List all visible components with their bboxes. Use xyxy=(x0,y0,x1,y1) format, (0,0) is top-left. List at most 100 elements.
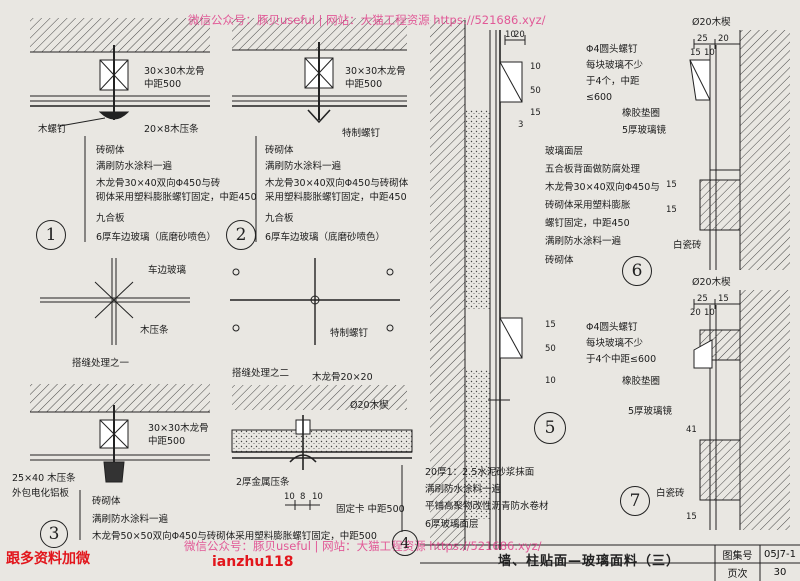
detail-7-number: 7 xyxy=(620,486,650,516)
joint-2-screw-label: 特制螺钉 xyxy=(330,328,369,339)
detail-1-note-1: 满刷防水涂料一遍 xyxy=(96,161,173,172)
detail-6-dim-top-0: 25 xyxy=(697,34,708,44)
detail-3-note-0: 砖砌体 xyxy=(92,496,121,507)
detail-5-dim-top-1: 20 xyxy=(514,30,525,40)
detail-6-drawing xyxy=(689,30,790,270)
detail-5-note-5: 满刷防水涂料一遍 xyxy=(545,236,622,247)
detail-7-dim-top-1: 15 xyxy=(718,294,729,304)
detail-6-number: 6 xyxy=(622,256,652,286)
detail-3-note-2: 木龙骨50×50双向Φ450与砖砌体采用塑料膨胀螺钉固定，中距500 xyxy=(92,531,377,542)
detail-5-number: 5 xyxy=(534,412,566,444)
detail-6-screw-note-3: ≤600 xyxy=(586,92,613,103)
detail-7-dim-top-2: 20 xyxy=(690,308,701,318)
detail-4-note-1: 满刷防水涂料一遍 xyxy=(425,484,502,495)
detail-4-number: 4 xyxy=(392,530,418,556)
detail-5-dim-side-3: 3 xyxy=(518,120,524,130)
detail-4-note-0: 20厚1：2.5水泥砂浆抹面 xyxy=(425,467,535,478)
detail-3-note-1: 满刷防水涂料一遍 xyxy=(92,514,169,525)
detail-1-screw: 木螺钉 xyxy=(38,124,67,135)
detail-6-dim-side-1: 15 xyxy=(666,205,677,215)
detail-1-note-3: 砌体采用塑料膨胀螺钉固定，中距450 xyxy=(96,192,257,203)
detail-4-dim-0: 10 xyxy=(284,492,295,502)
detail-3-keel-spacing: 中距500 xyxy=(148,436,186,447)
detail-2-screw: 特制螺钉 xyxy=(342,128,381,139)
promo-line-2: ianzhu118 xyxy=(212,554,294,570)
joint-1-caption: 搭缝处理之一 xyxy=(72,358,130,369)
detail-1-note-5: 6厚车边玻璃（底磨砂喷色） xyxy=(96,232,217,243)
drawing-title: 墙、柱贴面—玻璃面料（三） xyxy=(498,554,681,569)
detail-4-metal: 2厚金属压条 xyxy=(236,477,290,488)
detail-4-note-2: 平铺高聚物改性沥青防水卷材 xyxy=(425,501,549,512)
detail-5-note-3: 砖砌体采用塑料膨胀 xyxy=(545,200,631,211)
detail-1-number: 1 xyxy=(36,220,66,250)
detail-6-screw-note-0: Φ4圆头螺钉 xyxy=(586,44,638,55)
detail-5-dim-bottom-0: 15 xyxy=(545,320,556,330)
detail-3-strip-2: 外包电化铝板 xyxy=(12,488,70,499)
detail-1-keel-spacing: 中距500 xyxy=(144,79,182,90)
detail-5-note-1: 五合板背面做防腐处理 xyxy=(545,164,641,175)
title-block-lines xyxy=(420,544,800,581)
detail-6-tile: 白瓷砖 xyxy=(673,240,702,251)
detail-5-dim-bottom-1: 50 xyxy=(545,344,556,354)
watermark-top: 微信公众号：豚贝useful | 网站：大猫工程资源 https://52168… xyxy=(188,13,546,27)
detail-6-screw-note-2: 于4个，中距 xyxy=(586,76,640,87)
detail-2-note-3: 采用塑料膨胀螺钉固定，中距450 xyxy=(265,192,407,203)
detail-7-pad: 橡胶垫圈 xyxy=(622,376,661,387)
detail-1-note-4: 九合板 xyxy=(96,213,125,224)
detail-7-trim: Ø20木楔 xyxy=(692,277,731,288)
detail-1-drawing xyxy=(30,18,210,242)
joint-1-glass-label: 车边玻璃 xyxy=(148,265,187,276)
detail-5-dim-side-2: 15 xyxy=(530,108,541,118)
detail-7-tile: 白瓷砖 xyxy=(656,488,685,499)
detail-4-clip: 固定卡 中距500 xyxy=(336,504,405,515)
detail-7-screw-note-1: 每块玻璃不少 xyxy=(586,338,644,349)
joint-1-strip-label: 木压条 xyxy=(140,325,169,336)
detail-6-dim-top-3: 10 xyxy=(704,48,715,58)
promo-line-1: 跟多资料加微 xyxy=(6,551,90,567)
detail-5-dim-bottom-2: 10 xyxy=(545,376,556,386)
detail-4-keel: 木龙骨20×20 xyxy=(312,372,373,383)
detail-7-dim-top-3: 10 xyxy=(704,308,715,318)
detail-7-dim-side-1: 15 xyxy=(686,512,697,522)
detail-5-dim-side-0: 10 xyxy=(530,62,541,72)
detail-5-note-2: 木龙骨30×40双向Φ450与 xyxy=(545,182,660,193)
detail-1-note-0: 砖砌体 xyxy=(96,145,125,156)
detail-4-drawing xyxy=(231,385,413,532)
detail-5-note-6: 砖砌体 xyxy=(545,255,574,266)
detail-3-keel: 30×30木龙骨 xyxy=(148,423,209,434)
page-value: 30 xyxy=(773,566,787,578)
detail-6-screw-note-1: 每块玻璃不少 xyxy=(586,60,644,71)
detail-7-screw-note-2: 于4个中距≤600 xyxy=(586,354,657,365)
detail-2-note-2: 木龙骨30×40双向Φ450与砖砌体 xyxy=(265,178,409,189)
detail-6-dim-top-1: 20 xyxy=(718,34,729,44)
detail-2-note-5: 6厚车边玻璃（底磨砂喷色） xyxy=(265,232,386,243)
detail-4-trim: Ø20木楔 xyxy=(350,400,389,411)
detail-4-note-3: 6厚玻璃面层 xyxy=(425,519,479,530)
detail-5-note-0: 玻璃面层 xyxy=(545,146,584,157)
detail-1-note-2: 木龙骨30×40双向Φ450与砖 xyxy=(96,178,221,189)
detail-5-dim-top-0: 10 xyxy=(505,30,516,40)
detail-1-keel: 30×30木龙骨 xyxy=(144,66,205,77)
detail-2-number: 2 xyxy=(226,220,256,250)
joint-2-caption: 搭缝处理之二 xyxy=(232,368,290,379)
detail-5-note-4: 螺钉固定，中距450 xyxy=(545,218,630,229)
detail-4-dim-1: 8 xyxy=(300,492,306,502)
detail-5-drawing xyxy=(430,20,526,550)
detail-2-note-0: 砖砌体 xyxy=(265,145,294,156)
detail-6-pad: 橡胶垫圈 xyxy=(622,108,661,119)
joint-details-drawing xyxy=(40,258,400,345)
detail-7-screw-note-0: Φ4圆头螺钉 xyxy=(586,322,638,333)
detail-2-keel-spacing: 中距500 xyxy=(345,79,383,90)
atlas-value: 05J7-1 xyxy=(763,548,796,560)
detail-6-dim-top-2: 15 xyxy=(690,48,701,58)
detail-2-note-1: 满刷防水涂料一遍 xyxy=(265,161,342,172)
detail-4-dim-2: 10 xyxy=(312,492,323,502)
atlas-label: 图集号 xyxy=(722,550,753,562)
detail-2-note-4: 九合板 xyxy=(265,213,294,224)
detail-7-drawing xyxy=(693,290,790,530)
detail-6-trim: Ø20木楔 xyxy=(692,17,731,28)
detail-6-mirror: 5厚玻璃镜 xyxy=(622,125,667,136)
detail-6-dim-side-0: 15 xyxy=(666,180,677,190)
detail-7-dim-side-0: 41 xyxy=(686,425,697,435)
detail-2-keel: 30×30木龙骨 xyxy=(345,66,406,77)
